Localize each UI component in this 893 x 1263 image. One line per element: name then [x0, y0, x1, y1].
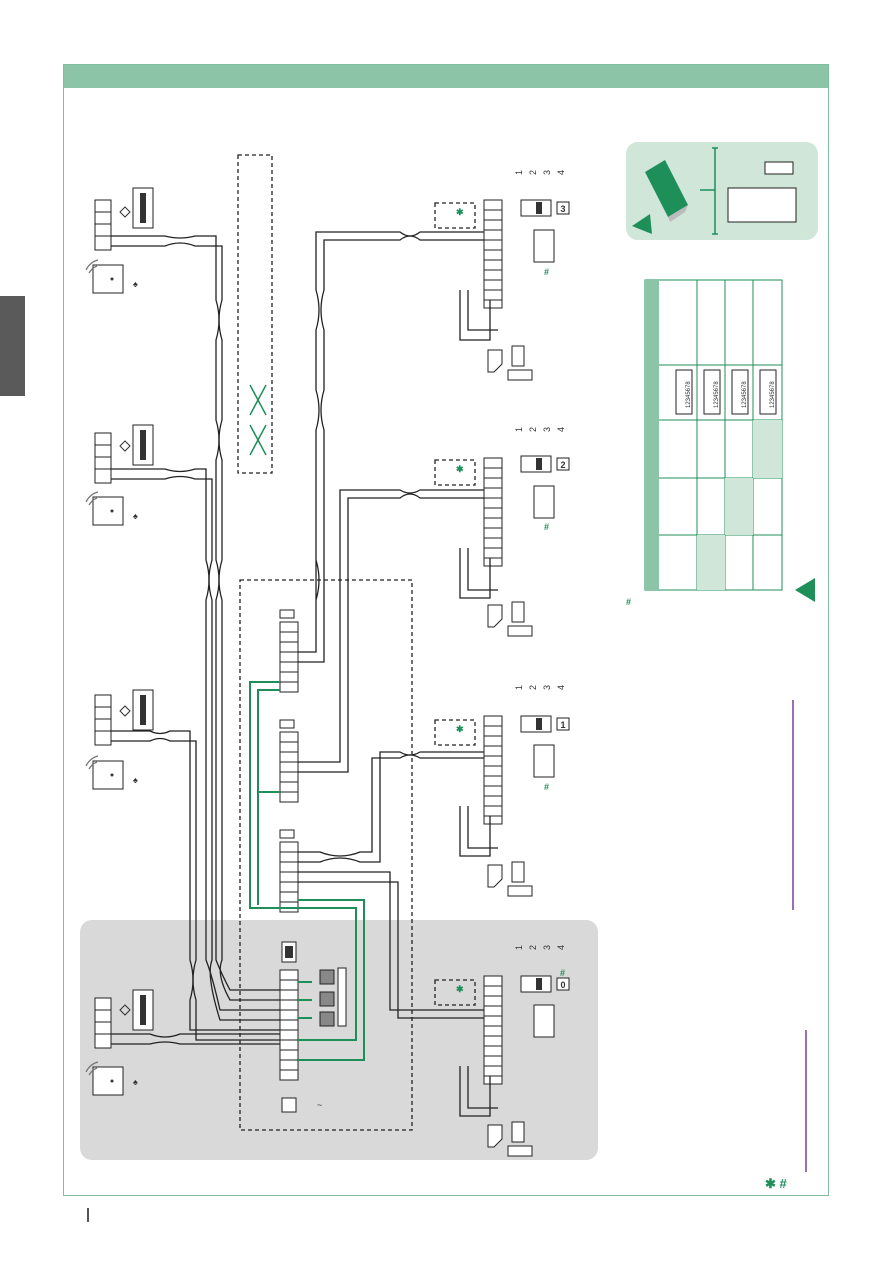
dip-numbers: 12345678: [686, 381, 692, 408]
dip-numbers: 12345678: [770, 381, 776, 408]
asterisk-icon: ✱: [456, 207, 464, 217]
address-label-1: 1: [560, 720, 565, 730]
hash-icon: #: [544, 267, 549, 277]
switch-labels: 1 2 3 4 1 2 3 4 1 2 3 4 1 2 3 4: [514, 170, 566, 950]
modules: [279, 609, 299, 913]
svg-text:♠: ♠: [133, 511, 138, 521]
hash-icon: #: [626, 597, 631, 607]
switch-label-2: 2: [528, 945, 538, 950]
switch-label-3: 3: [542, 170, 552, 175]
page-frame: [63, 64, 829, 1196]
switch-label-4: 4: [556, 945, 566, 950]
asterisk-icon: ✱: [456, 724, 464, 734]
switch-label-1: 1: [514, 170, 524, 175]
switch-label-3: 3: [542, 945, 552, 950]
side-tab: [0, 296, 25, 396]
dip-numbers: 12345678: [742, 381, 748, 408]
hash-icon: #: [544, 782, 549, 792]
hash-icon: #: [560, 968, 565, 978]
dashed-enclosure-top: [237, 154, 273, 474]
switch-label-2: 2: [528, 170, 538, 175]
switch-label-4: 4: [556, 427, 566, 432]
svg-text:♠: ♠: [133, 1077, 138, 1087]
left-bus-wires: [111, 235, 290, 1045]
switch-label-2: 2: [528, 685, 538, 690]
right-units: 3 2 1: [434, 199, 570, 1157]
address-label-3: 3: [560, 204, 565, 214]
switch-label-1: 1: [514, 945, 524, 950]
page-mark: [87, 1208, 89, 1222]
hash-icon: #: [544, 522, 549, 532]
info-panel: [626, 142, 818, 240]
switch-label-2: 2: [528, 427, 538, 432]
address-label-0: 0: [560, 980, 565, 990]
svg-text:♠: ♠: [133, 775, 138, 785]
switch-label-1: 1: [514, 427, 524, 432]
riser-wires: [298, 231, 484, 1019]
green-wires: [249, 681, 365, 1061]
address-label-2: 2: [560, 460, 565, 470]
footer-symbols: ✱ #: [765, 1176, 788, 1191]
dip-numbers: 12345678: [714, 381, 720, 408]
asterisk-icon: ✱: [456, 984, 464, 994]
config-table: 12345678 12345678 12345678 12345678 #: [626, 279, 815, 607]
switch-label-4: 4: [556, 685, 566, 690]
switch-label-3: 3: [542, 427, 552, 432]
svg-text:♠: ♠: [133, 279, 138, 289]
asterisk-icon: ✱: [456, 464, 464, 474]
switch-label-3: 3: [542, 685, 552, 690]
left-devices: ♠ ♠ ♠ ♠: [85, 187, 154, 1096]
svg-text:~: ~: [317, 1100, 322, 1110]
controller-block: ~: [279, 941, 347, 1113]
dashed-enclosure-main: [239, 579, 413, 1131]
green-symbols: ✱ # ✱ # ✱ # ✱ #: [456, 207, 565, 994]
warning-triangle-icon: [795, 578, 815, 602]
switch-label-1: 1: [514, 685, 524, 690]
switch-label-4: 4: [556, 170, 566, 175]
header-bar: [63, 64, 829, 88]
